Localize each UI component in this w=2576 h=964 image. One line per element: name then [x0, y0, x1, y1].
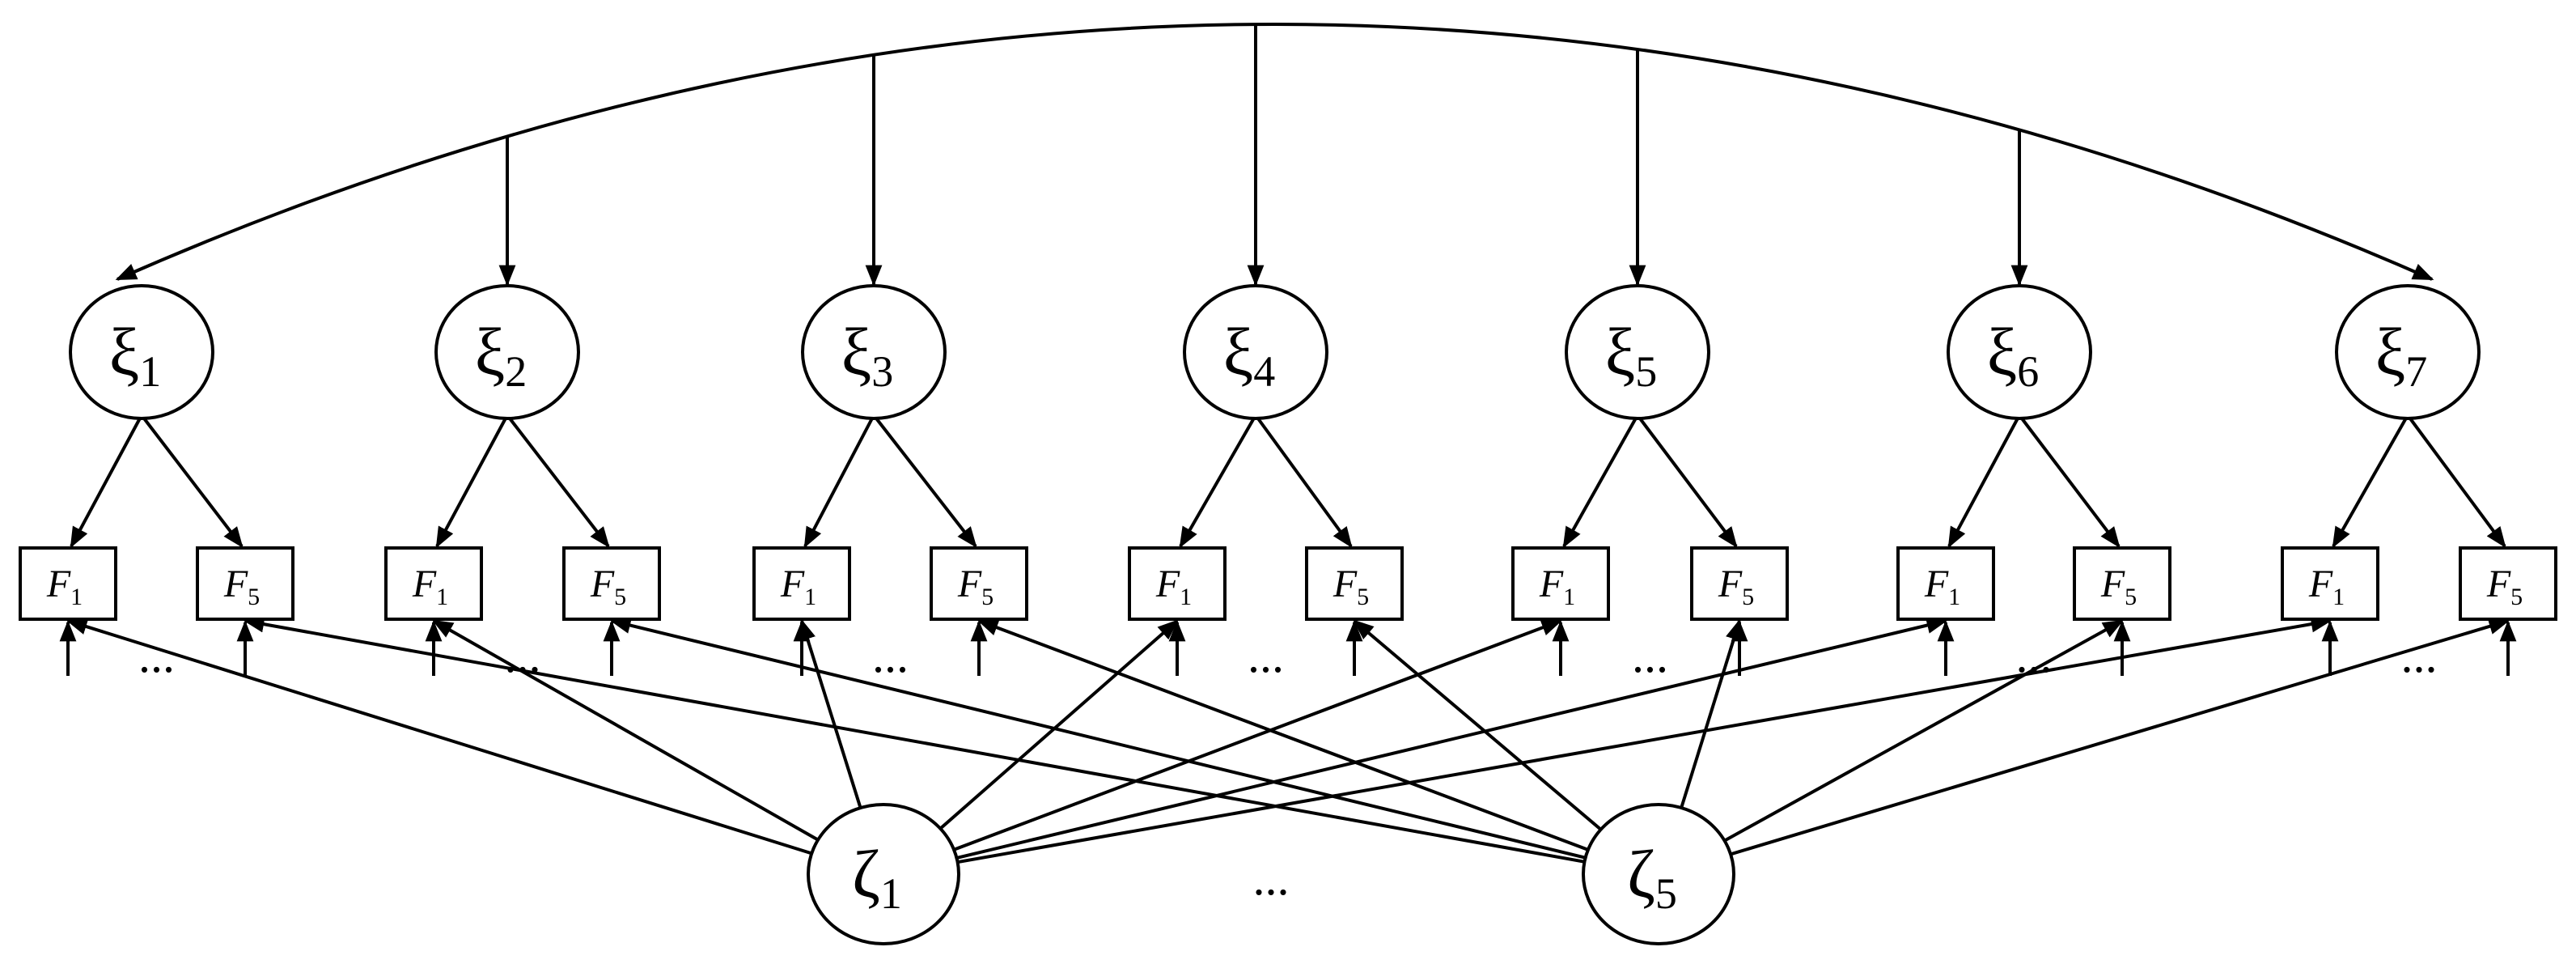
latent-label: ξ3	[841, 315, 893, 396]
indicator-ellipsis: ...	[1632, 629, 1668, 682]
indicator-box-6-left: F1	[1896, 546, 1995, 621]
indicator-label: F1	[1155, 563, 1192, 610]
latent-node-zeta5: ζ5	[1582, 803, 1735, 945]
residual-zeta1-group-7	[953, 615, 2332, 864]
loading-xi1-f1	[70, 414, 143, 549]
residual-zeta5-group-4	[1353, 619, 1605, 834]
latent-label: ξ6	[1987, 315, 2039, 396]
indicator-label: F5	[590, 563, 626, 610]
latent-node-xi1: ξ1	[69, 284, 214, 420]
latent-label: ξ2	[475, 315, 527, 396]
residual-zeta5-group-7	[1727, 618, 2510, 857]
residual-zeta1-group-1	[66, 618, 816, 856]
loading-xi7-f1	[2332, 414, 2409, 549]
indicator-box-1-left: F1	[19, 546, 117, 621]
latent-node-xi4: ξ4	[1183, 284, 1328, 420]
indicator-box-4-left: F1	[1128, 546, 1227, 621]
residual-zeta1-group-6	[952, 617, 1948, 860]
latent-label: ξ4	[1223, 315, 1275, 396]
residual-zeta5-group-3	[977, 619, 1592, 853]
indicator-box-5-right: F5	[1690, 546, 1789, 621]
latent-node-xi3: ξ3	[801, 284, 947, 420]
indicator-label: F5	[223, 563, 260, 610]
latent-label: ξ5	[1605, 315, 1657, 396]
loading-xi3-f5	[872, 414, 977, 549]
residual-zeta1-group-5	[950, 619, 1563, 853]
residual-zeta1-group-3	[799, 618, 863, 812]
latent-node-xi2: ξ2	[434, 284, 580, 420]
bottom-ellipsis: ...	[1253, 851, 1290, 905]
indicator-box-7-left: F1	[2281, 546, 2379, 621]
latent-node-zeta1: ζ1	[807, 803, 960, 945]
indicator-label: F5	[957, 563, 994, 610]
indicator-label: F5	[2100, 563, 2137, 610]
indicator-box-2-right: F5	[562, 546, 661, 621]
latent-node-xi6: ξ6	[1947, 284, 2092, 420]
loading-xi6-f1	[1947, 414, 2021, 549]
indicator-box-7-right: F5	[2459, 546, 2557, 621]
indicator-label: F5	[2486, 563, 2523, 610]
residual-zeta5-group-1	[243, 615, 1589, 864]
latent-node-xi7: ξ7	[2335, 284, 2481, 420]
loading-xi4-f1	[1179, 414, 1257, 549]
loading-xi2-f5	[506, 414, 610, 549]
indicator-box-4-right: F5	[1305, 546, 1404, 621]
indicator-label: F5	[1332, 563, 1369, 610]
indicator-ellipsis: ...	[1248, 629, 1284, 682]
indicator-label: F1	[412, 563, 448, 610]
latent-label: ζ5	[1627, 837, 1677, 918]
loading-xi5-f1	[1562, 414, 1639, 549]
indicator-ellipsis: ...	[872, 629, 909, 682]
indicator-box-3-right: F5	[930, 546, 1028, 621]
indicator-box-5-left: F1	[1511, 546, 1610, 621]
indicator-ellipsis: ...	[505, 629, 541, 682]
indicator-box-1-right: F5	[196, 546, 294, 621]
residual-zeta5-group-5	[1678, 618, 1742, 812]
indicator-label: F1	[1539, 563, 1575, 610]
residual-zeta5-group-2	[609, 617, 1590, 860]
indicator-label: F5	[1718, 563, 1754, 610]
indicator-label: F1	[780, 563, 816, 610]
residual-zeta1-group-2	[431, 619, 823, 843]
indicator-label: F1	[46, 563, 83, 610]
residual-zeta1-group-4	[936, 619, 1179, 833]
loading-xi6-f5	[2018, 414, 2121, 549]
latent-label: ζ1	[852, 837, 902, 918]
loading-xi3-f1	[803, 414, 875, 549]
loading-xi7-f5	[2406, 414, 2506, 549]
loading-xi1-f5	[140, 414, 244, 549]
residual-zeta5-group-6	[1720, 619, 2125, 844]
indicator-ellipsis: ...	[138, 629, 175, 682]
loading-xi4-f5	[1254, 414, 1353, 549]
covariance-curve	[115, 23, 2434, 281]
loading-xi5-f5	[1636, 414, 1738, 549]
indicator-ellipsis: ...	[2401, 629, 2438, 682]
edges-layer	[59, 23, 2517, 864]
indicator-box-3-left: F1	[752, 546, 851, 621]
indicator-label: F1	[2308, 563, 2345, 610]
indicator-box-6-right: F5	[2073, 546, 2171, 621]
latent-node-xi5: ξ5	[1565, 284, 1710, 420]
indicator-ellipsis: ...	[2016, 629, 2053, 682]
indicator-label: F1	[1924, 563, 1960, 610]
indicator-box-2-left: F1	[384, 546, 483, 621]
latent-label: ξ7	[2375, 315, 2427, 396]
loading-xi2-f1	[435, 414, 509, 549]
latent-label: ξ1	[109, 315, 161, 396]
